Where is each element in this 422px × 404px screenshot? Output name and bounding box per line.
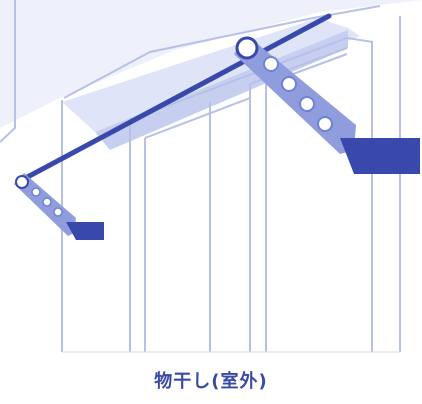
- left-hole-2: [42, 197, 52, 207]
- right-hole-3: [299, 96, 315, 112]
- upper-beam: [62, 18, 360, 132]
- window-head-line: [129, 36, 374, 121]
- left-wall-mount: [66, 222, 104, 240]
- ceiling-panel: [0, 0, 422, 128]
- left-pole-joint: [15, 175, 29, 189]
- right-hole-1: [263, 56, 279, 72]
- left-hole-3: [53, 207, 63, 217]
- diagram-caption: 物干し(室外): [154, 371, 268, 392]
- ceiling-edge-front: [63, 5, 381, 99]
- left-wall-edge: [0, 0, 16, 143]
- right-pole-joint: [235, 36, 259, 60]
- drying-pole: [17, 13, 332, 184]
- right-wall-mount: [340, 138, 420, 174]
- left-hole-1: [31, 187, 41, 197]
- beam-shadow: [95, 30, 348, 150]
- right-hole-4: [317, 116, 333, 132]
- window-inner-head: [144, 47, 348, 139]
- right-hole-2: [281, 76, 297, 92]
